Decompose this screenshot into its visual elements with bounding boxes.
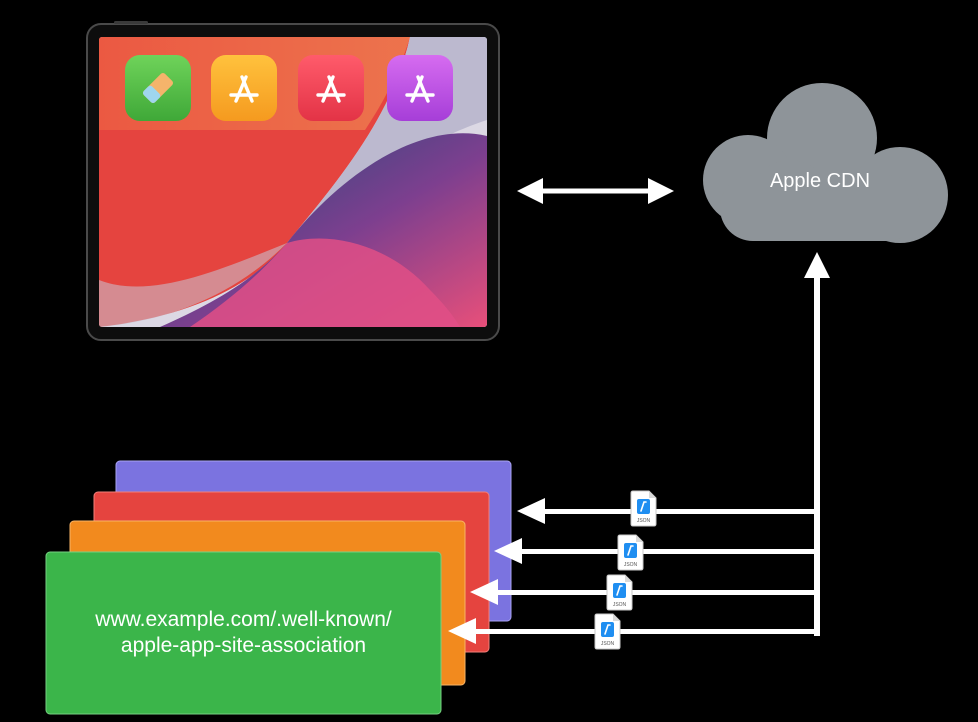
- url-line-2: apple-app-site-association: [120, 634, 367, 657]
- json-file-icon: JSON: [630, 490, 657, 527]
- url-line-1: www.example.com/.well-known/: [95, 608, 392, 631]
- website-card-green: [45, 551, 442, 715]
- website-url-label: www.example.com/.well-known/ apple-app-s…: [46, 552, 441, 714]
- json-file-label: JSON: [624, 562, 638, 568]
- json-file-icon: JSON: [606, 574, 633, 611]
- json-file-icon: JSON: [617, 534, 644, 571]
- apple-cdn-cloud: [703, 83, 948, 243]
- website-card-stack: [45, 460, 512, 715]
- ipad-device: [86, 21, 500, 341]
- green-app-icon[interactable]: [125, 55, 191, 121]
- apple-cdn-label: Apple CDN: [769, 170, 871, 192]
- upload-arrow-to-cdn: [804, 252, 830, 636]
- app-store-icon-red[interactable]: [298, 55, 364, 121]
- fetch-arrows: [448, 498, 817, 644]
- json-file-label: JSON: [613, 602, 627, 608]
- app-store-icon-orange[interactable]: [211, 55, 277, 121]
- bidirectional-arrow: [517, 178, 674, 204]
- json-file-icon: JSON: [594, 613, 621, 650]
- json-file-label: JSON: [601, 641, 615, 647]
- app-store-icon-purple[interactable]: [387, 55, 453, 121]
- json-file-label: JSON: [637, 518, 651, 524]
